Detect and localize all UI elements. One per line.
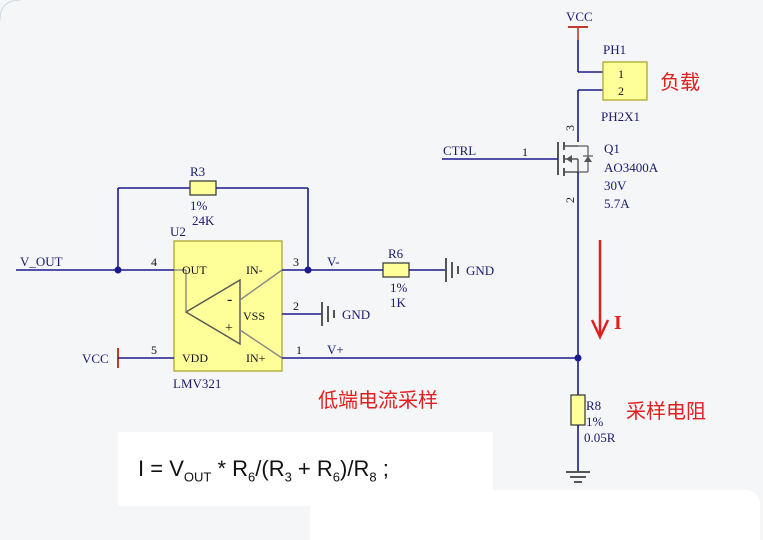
mosfet-pin-source: 2 [563, 197, 577, 203]
sense-resistor-annotation: 采样电阻 [626, 399, 706, 423]
r3-value: 24K [192, 213, 215, 228]
current-formula: I = VOUT * R6/(R3 + R6)/R8 ; [138, 456, 389, 485]
vcc-left-label: VCC [82, 351, 109, 366]
sheet-border [0, 0, 21, 21]
corner-overlay [310, 490, 760, 540]
r3-ref: R3 [190, 164, 205, 179]
ground-bottom-symbol [566, 471, 590, 483]
opamp-in-plus-label: IN+ [246, 351, 266, 365]
mosfet-part: AO3400A [604, 160, 659, 175]
vcc-top-label: VCC [566, 9, 593, 24]
ctrl-label: CTRL [443, 143, 476, 158]
connector-ref: PH1 [603, 42, 626, 57]
gnd2-label: GND [342, 307, 370, 322]
opamp-minus-symbol: - [227, 291, 232, 308]
mosfet-voltage: 30V [604, 178, 627, 193]
opamp-triangle-symbol [174, 269, 283, 359]
vcc-top-symbol: VCC [566, 9, 593, 40]
r8-tol: 1% [586, 414, 604, 429]
r8-body [570, 394, 586, 426]
r6-tol: 1% [390, 280, 408, 295]
r8-ref: R8 [586, 398, 601, 413]
opamp-vss-label: VSS [243, 309, 265, 323]
vminus-label: V- [327, 254, 340, 269]
r6-body [382, 262, 410, 278]
r8-value: 0.05R [584, 430, 616, 445]
load-annotation: 负载 [660, 70, 700, 94]
opamp-part: LMV321 [173, 376, 221, 391]
opamp-body [173, 240, 283, 372]
opamp-plus-symbol: + [225, 321, 233, 336]
ground-r6-symbol [445, 258, 459, 282]
ground-vss-symbol [321, 302, 335, 326]
opamp-ref: U2 [170, 224, 186, 239]
vout-label: V_OUT [20, 254, 63, 269]
vplus-label: V+ [327, 342, 344, 357]
opamp-vdd-label: VDD [182, 351, 208, 365]
connector-part: PH2X1 [601, 109, 640, 124]
mosfet-symbol [557, 142, 593, 176]
opamp-pin-in-plus: 1 [296, 343, 302, 357]
junction-vminus [304, 266, 312, 274]
opamp-pin-in-minus: 3 [293, 255, 299, 269]
r3-tol: 1% [190, 198, 208, 213]
connector-pin2: 2 [618, 84, 624, 98]
r6-value: 1K [390, 295, 407, 310]
opamp-pin-vss: 2 [293, 299, 299, 313]
current-arrow [590, 240, 610, 340]
mosfet-pin-gate: 1 [522, 145, 528, 159]
connector-body [602, 61, 648, 101]
gnd1-label: GND [466, 263, 494, 278]
current-label: I [614, 312, 622, 334]
low-side-annotation: 低端电流采样 [318, 388, 438, 412]
opamp-pin-out: 4 [151, 255, 157, 269]
connector-pin1: 1 [618, 67, 624, 81]
opamp-out-label: OUT [182, 263, 207, 277]
r3-body [189, 180, 217, 196]
opamp-pin-vdd: 5 [151, 343, 157, 357]
mosfet-ref: Q1 [604, 141, 620, 156]
r6-ref: R6 [388, 246, 404, 261]
mosfet-pin-drain: 3 [563, 125, 577, 131]
mosfet-current: 5.7A [604, 196, 630, 211]
opamp-in-minus-label: IN- [246, 263, 263, 277]
